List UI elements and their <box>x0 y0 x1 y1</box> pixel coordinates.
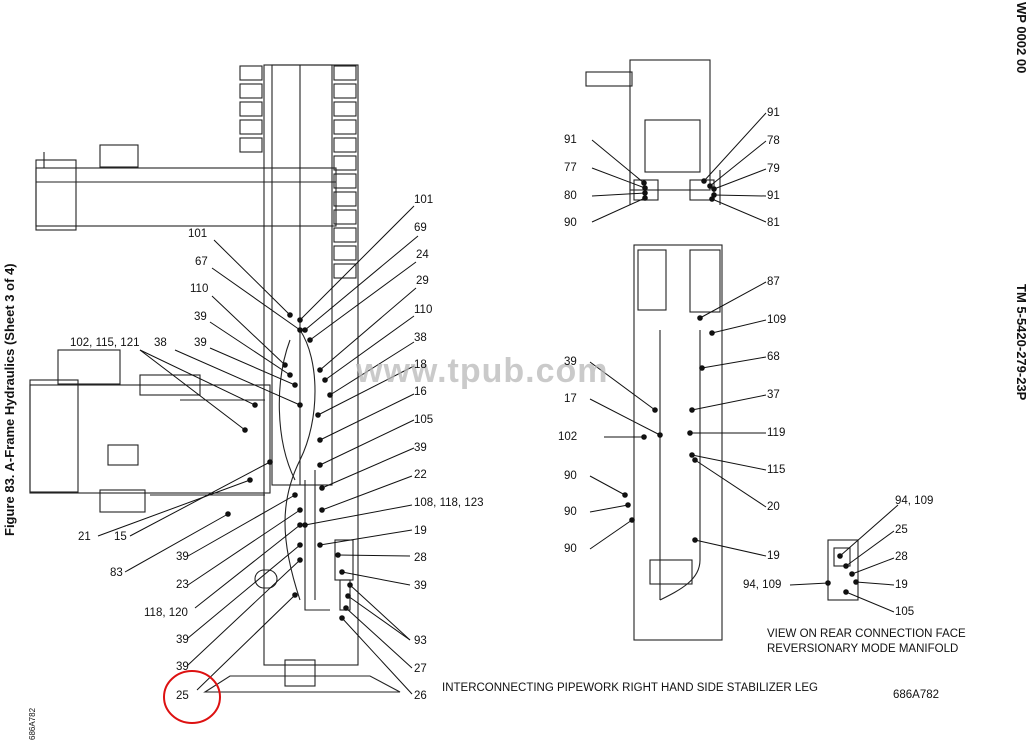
callout: 26 <box>414 690 427 702</box>
callout: 38 <box>154 337 167 349</box>
callout: 39 <box>414 580 427 592</box>
callout: 93 <box>414 635 427 647</box>
callout: 28 <box>895 551 908 563</box>
callout: 77 <box>564 162 577 174</box>
callout: 91 <box>767 190 780 202</box>
callout: 19 <box>895 579 908 591</box>
callout: 90 <box>564 470 577 482</box>
callout: 110 <box>414 304 433 316</box>
callout: 67 <box>195 256 208 268</box>
callout: 101 <box>414 194 434 206</box>
callout: 39 <box>176 551 189 563</box>
callout: 90 <box>564 506 577 518</box>
callout: 83 <box>110 567 123 579</box>
callout: 19 <box>414 525 427 537</box>
callout: 101 <box>188 228 208 240</box>
callout: 102 <box>558 431 578 443</box>
callout: 105 <box>414 414 434 426</box>
callout: 21 <box>78 531 91 543</box>
callout: 90 <box>564 543 577 555</box>
figure-title: Figure 83. A-Frame Hydraulics (Sheet 3 o… <box>2 263 17 536</box>
callout: 24 <box>416 249 429 261</box>
callout: 94, 109 <box>743 579 782 591</box>
callout: 39 <box>194 311 207 323</box>
callout: 25 <box>176 690 189 702</box>
callout: 18 <box>414 359 427 371</box>
callout: 69 <box>414 222 427 234</box>
callout: 23 <box>176 579 189 591</box>
callout: 39 <box>194 337 207 349</box>
callout: 105 <box>895 606 915 618</box>
tm-number: TM 5-5420-279-23P <box>1014 284 1029 401</box>
callout: 37 <box>767 389 780 401</box>
callout: 110 <box>190 283 209 295</box>
callout: 19 <box>767 550 780 562</box>
callout: 15 <box>114 531 127 543</box>
callout: 119 <box>767 427 786 439</box>
callout: 16 <box>414 386 427 398</box>
callout: 39 <box>564 356 577 368</box>
watermark: www.tpub.com <box>356 352 609 390</box>
chain-right <box>333 65 357 279</box>
manifold <box>827 539 859 601</box>
callout: 90 <box>564 217 577 229</box>
wp-number: WP 0002 00 <box>1014 2 1029 74</box>
callout: 39 <box>176 634 189 646</box>
upper-beam <box>35 167 337 227</box>
callout: 28 <box>414 552 427 564</box>
callout: 109 <box>767 314 787 326</box>
view-caption-line2: REVERSIONARY MODE MANIFOLD <box>767 643 959 655</box>
callout: 39 <box>176 661 189 673</box>
callout: 29 <box>416 275 429 287</box>
lower-beam <box>29 384 271 494</box>
callout: 25 <box>895 524 908 536</box>
top-detail <box>629 59 711 191</box>
callout: 17 <box>564 393 577 405</box>
drawing-number: 686A782 <box>893 689 940 701</box>
callout: 115 <box>767 464 786 476</box>
callout: 39 <box>414 442 427 454</box>
callout: 91 <box>767 107 780 119</box>
main-caption: INTERCONNECTING PIPEWORK RIGHT HAND SIDE… <box>442 682 818 694</box>
callout: 79 <box>767 163 780 175</box>
callout: 78 <box>767 135 780 147</box>
callout: 81 <box>767 217 780 229</box>
callout: 91 <box>564 134 577 146</box>
callout: 94, 109 <box>895 495 934 507</box>
callout: 68 <box>767 351 780 363</box>
callout: 80 <box>564 190 577 202</box>
mast-frame <box>263 64 359 666</box>
callout: 38 <box>414 332 427 344</box>
callout: 118, 120 <box>144 607 188 619</box>
callout: 108, 118, 123 <box>414 497 484 509</box>
callout: 22 <box>414 469 427 481</box>
chain-left <box>239 65 263 153</box>
right-leg <box>633 244 723 641</box>
view-caption-line1: VIEW ON REAR CONNECTION FACE <box>767 628 966 640</box>
callout: 27 <box>414 663 427 675</box>
callout: 20 <box>767 501 780 513</box>
callout: 102, 115, 121 <box>70 337 140 349</box>
red-circle-annotation <box>163 670 221 724</box>
side-code: 686A782 <box>28 707 37 740</box>
callout: 87 <box>767 276 780 288</box>
